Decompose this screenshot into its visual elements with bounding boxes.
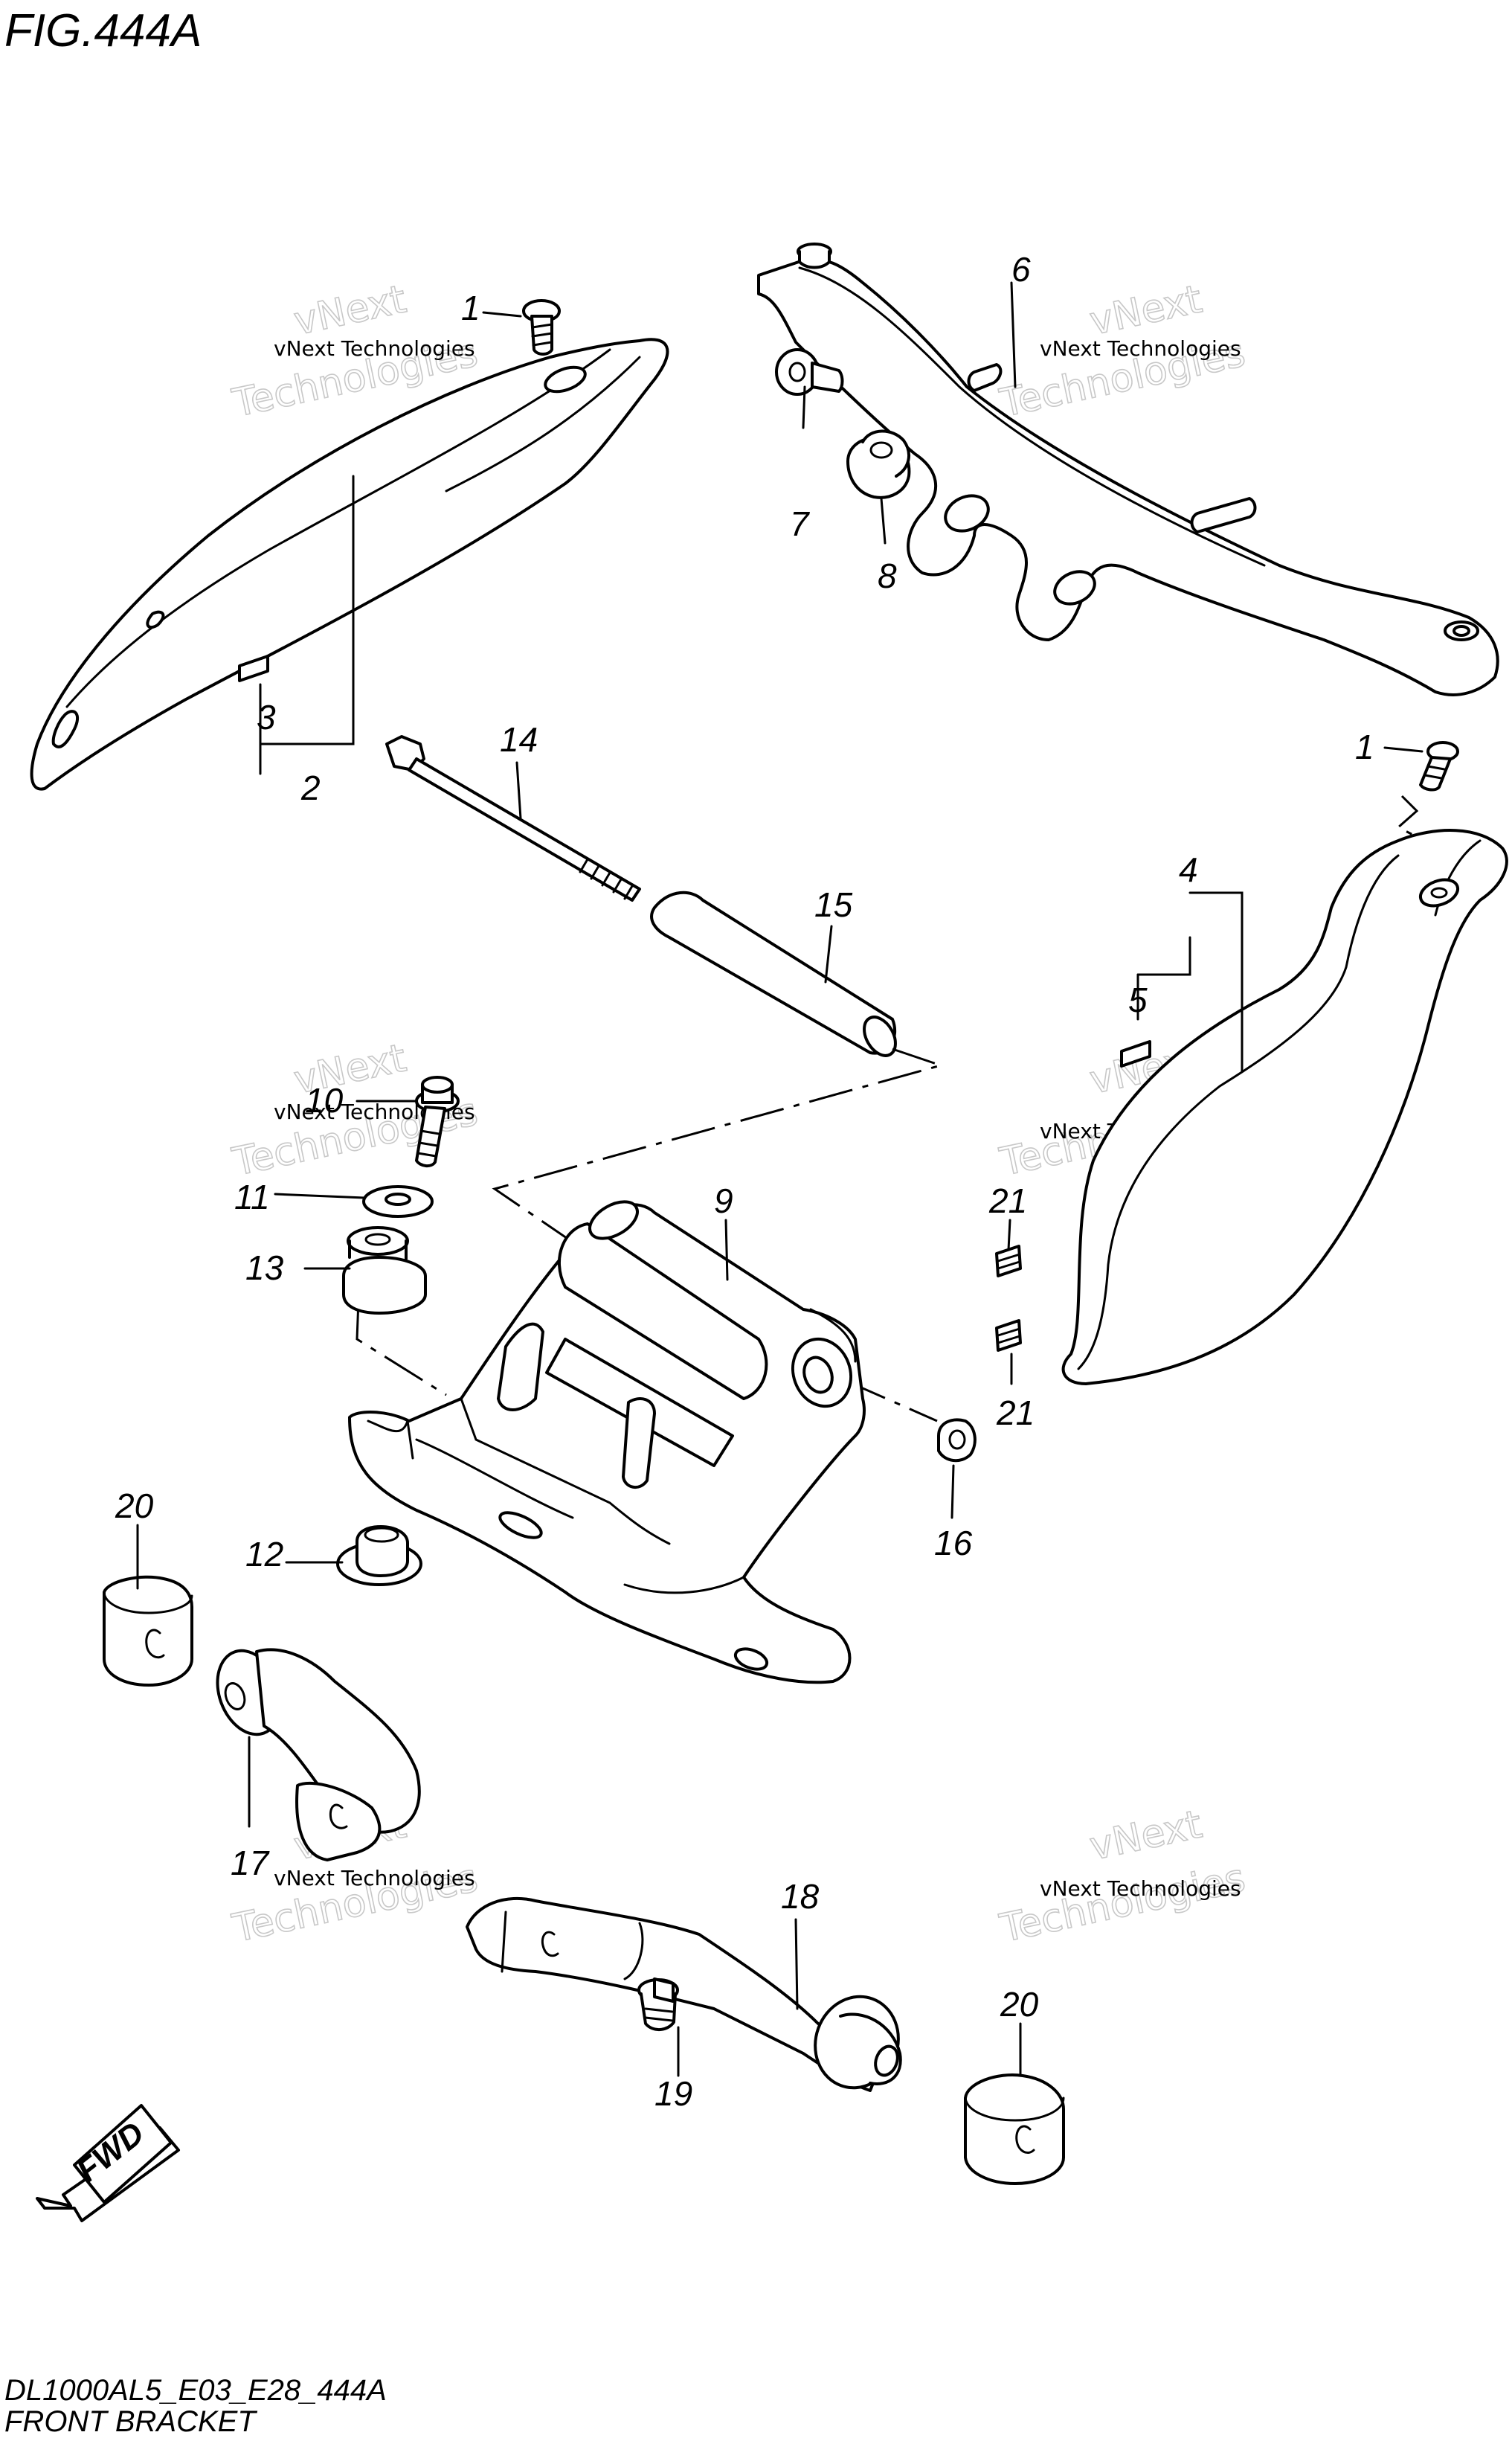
callout-2: 2 — [300, 769, 321, 807]
watermark-outline-text: vNext — [290, 277, 410, 344]
watermark-text: vNext Technologies — [274, 336, 475, 361]
part-clip-nut[interactable] — [995, 1319, 1022, 1352]
callout-20a: 20 — [115, 1486, 154, 1525]
part-collar-tube[interactable] — [650, 891, 902, 1061]
part-bolt-small[interactable] — [637, 1977, 679, 2031]
watermark-outline-text: Technologies — [996, 1856, 1249, 1951]
watermark: vNext Technologies vNext Technologies — [995, 1802, 1249, 1952]
watermark-outline-text: vNext — [1086, 1802, 1206, 1869]
callout-11: 11 — [234, 1178, 270, 1216]
callout-21b: 21 — [996, 1393, 1035, 1432]
callout-21a: 21 — [988, 1181, 1027, 1220]
leader-lines — [136, 281, 1423, 2077]
assembly-line — [492, 1048, 945, 1259]
part-upper-bracket[interactable] — [757, 243, 1499, 696]
fwd-arrow-icon: FWD — [36, 2104, 180, 2222]
callout-15: 15 — [814, 885, 853, 924]
callout-12: 12 — [245, 1535, 283, 1574]
part-washer[interactable] — [362, 1185, 434, 1218]
part-cushion[interactable] — [103, 1575, 193, 1687]
part-flange-bolt[interactable] — [415, 1076, 460, 1167]
part-label-sticker[interactable] — [1120, 1040, 1151, 1068]
callout-8: 8 — [878, 556, 897, 595]
watermark-outline-text: vNext — [1086, 277, 1206, 344]
part-left-cover[interactable] — [30, 338, 669, 791]
part-screw[interactable] — [1419, 741, 1459, 792]
callout-20b: 20 — [1000, 1985, 1039, 2024]
callout-13: 13 — [245, 1248, 284, 1287]
part-clip-nut[interactable] — [995, 1245, 1022, 1277]
part-label-sticker[interactable] — [238, 655, 269, 682]
part-main-bracket[interactable] — [348, 1194, 866, 1684]
part-collar-grommet[interactable] — [336, 1525, 422, 1586]
callout-10: 10 — [305, 1081, 344, 1120]
figure-title: FIG.444A — [4, 5, 202, 57]
callout-3: 3 — [257, 698, 276, 737]
callout-19: 19 — [654, 2074, 692, 2113]
callout-labels: 1 2 3 6 7 8 14 15 1 4 5 10 11 13 9 21 21… — [115, 250, 1374, 2113]
callout-18: 18 — [781, 1877, 820, 1916]
callout-7: 7 — [790, 504, 810, 543]
callout-16: 16 — [934, 1524, 973, 1562]
part-stay-right[interactable] — [466, 1896, 911, 2099]
callout-1b: 1 — [1355, 728, 1374, 766]
part-bolt[interactable] — [775, 348, 844, 396]
part-stay-left[interactable] — [207, 1642, 421, 1861]
callout-14: 14 — [500, 720, 538, 759]
watermark-text: vNext Technologies — [1040, 336, 1241, 361]
figure-caption: FRONT BRACKET — [4, 2405, 257, 2438]
watermark: vNext Technologies vNext Technologies — [995, 277, 1249, 427]
callout-1: 1 — [461, 289, 480, 327]
part-screw[interactable] — [522, 299, 561, 356]
part-collar[interactable] — [846, 429, 911, 499]
assembly-line — [356, 1300, 447, 1396]
callout-6: 6 — [1011, 250, 1031, 289]
callout-4: 4 — [1179, 850, 1198, 889]
part-cushion[interactable] — [964, 2073, 1065, 2185]
part-flange-nut[interactable] — [937, 1418, 977, 1463]
callout-17: 17 — [231, 1844, 270, 1882]
watermark-text: vNext Technologies — [274, 1866, 475, 1890]
part-grommet[interactable] — [342, 1226, 427, 1315]
callout-9: 9 — [714, 1181, 733, 1220]
part-right-cover[interactable] — [1061, 829, 1508, 1385]
callout-5: 5 — [1128, 981, 1148, 1019]
part-long-bolt[interactable] — [385, 735, 641, 902]
model-code: DL1000AL5_E03_E28_444A — [4, 2374, 387, 2407]
watermark-text: vNext Technologies — [1040, 1876, 1241, 1901]
